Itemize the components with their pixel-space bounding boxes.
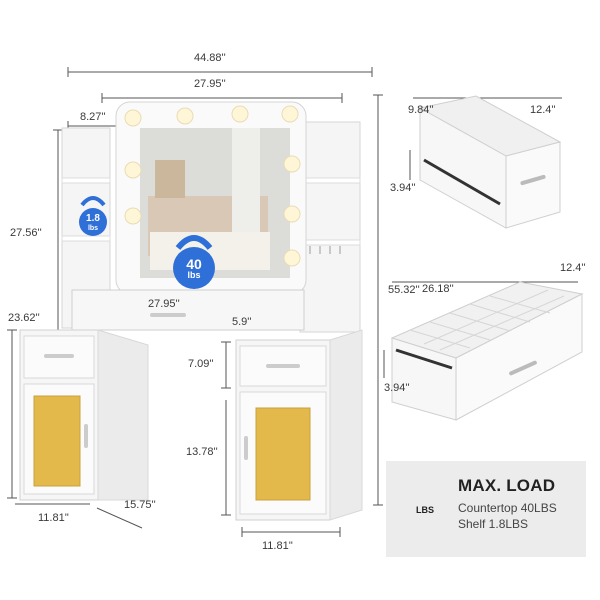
drawer-height-label: 3.94'' [390, 182, 416, 194]
counter-width-label: 27.95'' [148, 298, 180, 310]
side-shelf-width-label: 8.27'' [80, 111, 106, 123]
organizer-length-label: 26.18'' [422, 283, 454, 295]
shelf-load-text: Shelf 1.8LBS [458, 517, 529, 531]
large-weight-label: 40 lbs [186, 256, 202, 280]
small-kettlebell-icon [79, 196, 107, 236]
mirror-width-label: 27.95'' [194, 78, 226, 90]
drawer-width-label: 12.4'' [530, 104, 556, 116]
left-base-depth-label: 15.75'' [124, 499, 156, 511]
countertop [71, 289, 305, 331]
right-pedestal [235, 329, 363, 521]
right-base-width-label: 11.81'' [262, 540, 293, 552]
overall-height-label: 55.32'' [388, 284, 420, 296]
center-drawer-height-label: 5.9'' [232, 316, 252, 328]
countertop-load-text: Countertop 40LBS [458, 501, 557, 515]
max-load-panel [386, 461, 586, 557]
total-width-label: 44.88'' [194, 52, 226, 64]
lbs-icon-text: LBS [416, 505, 434, 515]
drawer-illustration [418, 95, 562, 229]
desk-height-label: 23.62'' [8, 312, 40, 324]
small-weight-label: 1.8 lbs [86, 213, 100, 233]
mirror-bulbs [124, 105, 301, 267]
upper-height-label: 27.56'' [10, 227, 42, 239]
left-base-width-label: 11.81'' [38, 512, 69, 524]
organizer-width-label: 12.4'' [560, 262, 586, 274]
max-load-title: MAX. LOAD [458, 476, 556, 495]
drawer-depth-label: 9.84'' [408, 104, 434, 116]
cabinet-height-label: 13.78'' [186, 446, 218, 458]
left-pedestal [19, 329, 149, 501]
right-shelf-tower [299, 121, 361, 333]
side-drawer-height-label: 7.09'' [188, 358, 214, 370]
organizer-drawer-illustration [390, 281, 584, 421]
large-kettlebell-icon [173, 235, 215, 289]
organizer-height-label: 3.94'' [384, 382, 410, 394]
